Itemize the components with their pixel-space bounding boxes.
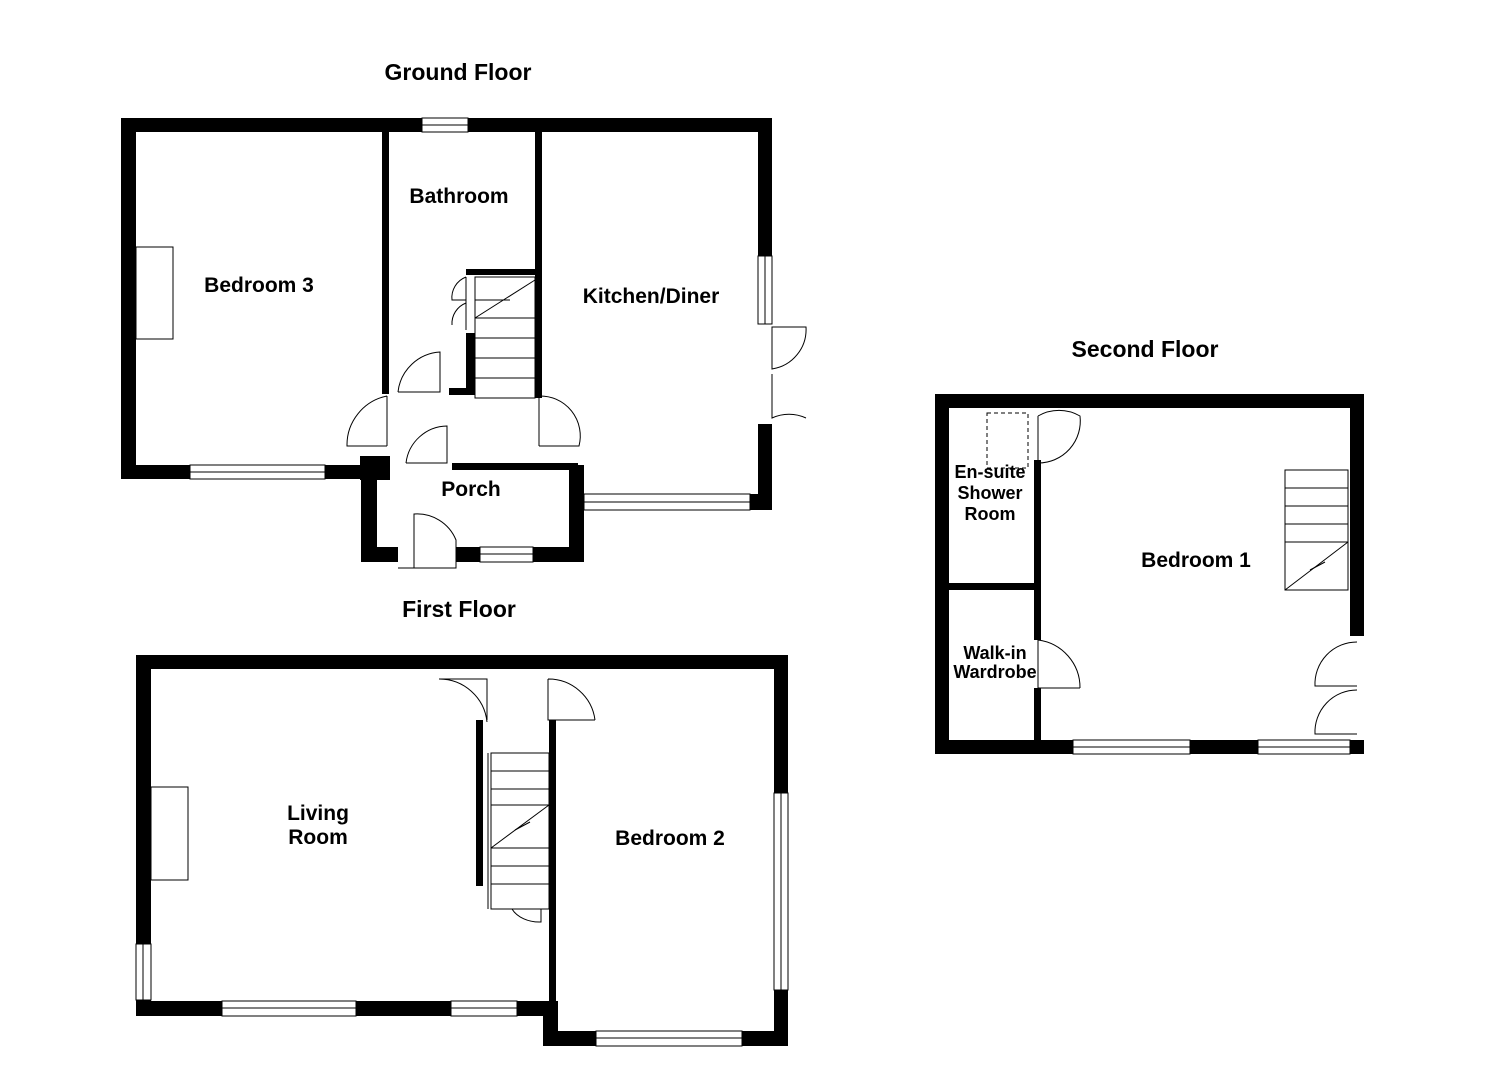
door [397, 351, 441, 393]
door [1037, 639, 1081, 689]
first-floor-title: First Floor [402, 596, 516, 622]
room-label-living: Living [287, 802, 349, 825]
wall [935, 740, 1073, 754]
wall [382, 132, 389, 394]
wall [476, 720, 483, 886]
wall [569, 465, 584, 562]
skylight [986, 412, 1029, 469]
window [450, 1000, 518, 1017]
window [1072, 739, 1191, 755]
wall [935, 394, 1364, 408]
window [595, 1030, 743, 1047]
wall [1350, 394, 1364, 636]
window [421, 117, 469, 133]
chimney-breast [150, 786, 189, 881]
window [221, 1000, 357, 1017]
room-label-bedroom-3: Bedroom 3 [204, 274, 314, 297]
ground-floor-title: Ground Floor [385, 59, 532, 85]
wall [949, 583, 1039, 590]
window [135, 943, 152, 1001]
wall [935, 394, 949, 754]
wall [456, 547, 480, 562]
staircase [487, 752, 550, 923]
window [479, 546, 534, 563]
room-label-bathroom: Bathroom [409, 185, 508, 208]
room-label-en-suite: En-suite [954, 462, 1025, 482]
door [771, 326, 807, 419]
wall [449, 388, 475, 395]
room-label-bedroom-2: Bedroom 2 [615, 827, 725, 850]
room-label-wardrobe: Wardrobe [953, 662, 1036, 682]
window [1257, 739, 1351, 755]
room-label-room: Room [965, 504, 1016, 524]
door [346, 395, 388, 447]
room-label-room: Room [288, 826, 348, 849]
room-label-walk-in: Walk-in [963, 643, 1026, 663]
door [1314, 641, 1358, 735]
wall [136, 655, 788, 669]
staircase [1284, 469, 1349, 591]
wall [774, 655, 788, 793]
door [1037, 409, 1081, 464]
wall [535, 132, 542, 398]
wall [361, 465, 377, 562]
wall [136, 655, 151, 1016]
wall [466, 269, 535, 275]
window [189, 464, 326, 480]
chimney-breast [135, 246, 174, 340]
wall [361, 547, 398, 562]
wall [1034, 688, 1041, 742]
room-label-porch: Porch [441, 478, 501, 501]
door [398, 513, 457, 569]
staircase [474, 276, 536, 399]
wall [121, 118, 136, 479]
wall [466, 333, 475, 395]
room-label-shower: Shower [957, 483, 1022, 503]
door [538, 395, 581, 447]
second-floor-title: Second Floor [1072, 336, 1219, 362]
wall [452, 463, 578, 470]
wall [1350, 740, 1364, 754]
wall [1034, 460, 1041, 640]
second-floor-plan: Second Floor [935, 336, 1364, 755]
door [405, 425, 448, 464]
window [773, 792, 789, 991]
wall [758, 118, 772, 256]
window [583, 493, 751, 511]
first-floor-plan: First Floor [135, 596, 789, 1047]
wall [758, 424, 772, 510]
window [757, 255, 773, 325]
room-label-bedroom-1: Bedroom 1 [1141, 549, 1251, 572]
ground-floor-plan: Ground Floor [121, 59, 807, 569]
room-label-kitchen-diner: Kitchen/Diner [583, 285, 720, 308]
wall [549, 720, 556, 1010]
door [547, 678, 596, 721]
wall [543, 1001, 558, 1046]
door [451, 276, 467, 330]
door [438, 678, 488, 723]
wall [1190, 740, 1258, 754]
